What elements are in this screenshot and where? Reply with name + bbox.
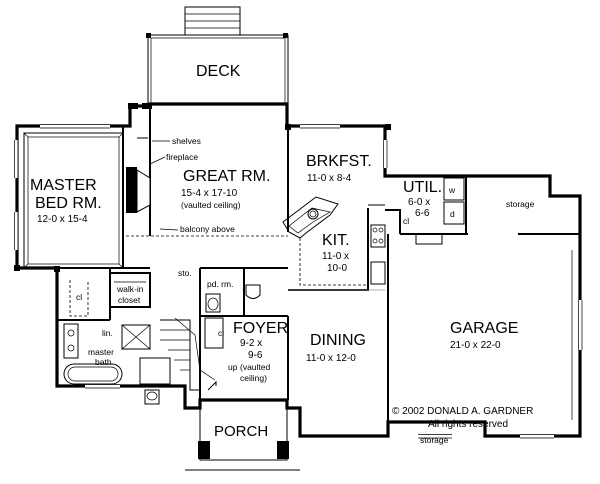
master-bedroom: MASTER BED RM. 12-0 x 15-4 [23,126,150,269]
util-name: UTIL. [403,179,442,196]
foyer-note-2: ceiling) [240,373,267,383]
powder-room-label: pd. rm. [207,279,233,289]
linen-label: lin. [102,328,113,338]
kit-size-2: 10-0 [327,263,347,274]
brkfst-name: BRKFST. [306,153,372,170]
dining-size: 11-0 x 12-0 [306,353,356,364]
great-room: shelves fireplace GREAT RM. 15-4 x 17-10… [126,104,289,237]
dryer-label: d [450,209,455,219]
note-fireplace: fireplace [166,152,198,162]
great-room-size: 15-4 x 17-10 [181,188,238,199]
stairs: up [160,317,238,391]
foyer-size-2: 9-6 [248,350,263,361]
walkin-label-1: walk-in [116,284,144,294]
foyer-closet-label: cl [218,328,224,338]
note-balcony: balcony above [180,224,235,234]
walkin-label-2: closet [118,295,141,305]
windows [14,124,583,439]
note-shelves: shelves [172,136,201,146]
master-bedroom-size: 12-0 x 15-4 [37,214,88,225]
porch-name: PORCH [214,423,268,440]
master-bath: cl lin. master bath [57,268,171,405]
foyer-name: FOYER [233,320,288,337]
brkfst-size: 11-0 x 8-4 [307,173,352,184]
kit-name: KIT. [322,232,350,249]
dining: DINING 11-0 x 12-0 [288,289,385,364]
garage-size: 21-0 x 22-0 [450,340,501,351]
great-room-name: GREAT RM. [183,168,270,185]
bath-label-1: master [88,347,114,357]
porch: PORCH [185,408,300,471]
util-closet-label: cl [403,216,409,226]
breakfast-kitchen: BRKFST. 11-0 x 8-4 KIT. 11-0 x 10-0 [282,153,386,291]
utility-room: UTIL. 6-0 x 6-6 cl w d [385,176,468,245]
center-rooms: sto. pd. rm. walk-in closet [109,267,288,400]
copyright-line-2: All rights reserved [428,419,508,430]
storage-closet-label: sto. [178,268,192,278]
bath-label-2: bath [95,357,112,367]
foyer-size-1: 9-2 x [240,338,262,349]
util-size-2: 6-6 [415,208,430,219]
bottom-storage-label: storage [420,435,449,445]
stairs-up-label: up [228,362,238,372]
foyer: cl FOYER 9-2 x 9-6 (vaulted ceiling) [204,316,289,400]
master-bedroom-name-2: BED RM. [35,195,102,212]
deck [146,6,289,104]
garage-name: GARAGE [450,320,518,337]
dining-name: DINING [310,332,366,349]
garage: storage GARAGE 21-0 x 22-0 © 2002 DONALD… [387,199,580,445]
washer-label: w [448,185,456,195]
copyright-line-1: © 2002 DONALD A. GARDNER [392,406,533,417]
kit-size-1: 11-0 x [322,251,349,262]
deck-name: DECK [196,63,241,80]
foyer-note-1: (vaulted [240,362,271,372]
master-bedroom-name-1: MASTER [30,177,97,194]
great-room-note: (vaulted ceiling) [181,200,241,210]
closet-label-left: cl [76,292,82,302]
garage-storage-label: storage [506,199,535,209]
util-size-1: 6-0 x [408,197,430,208]
